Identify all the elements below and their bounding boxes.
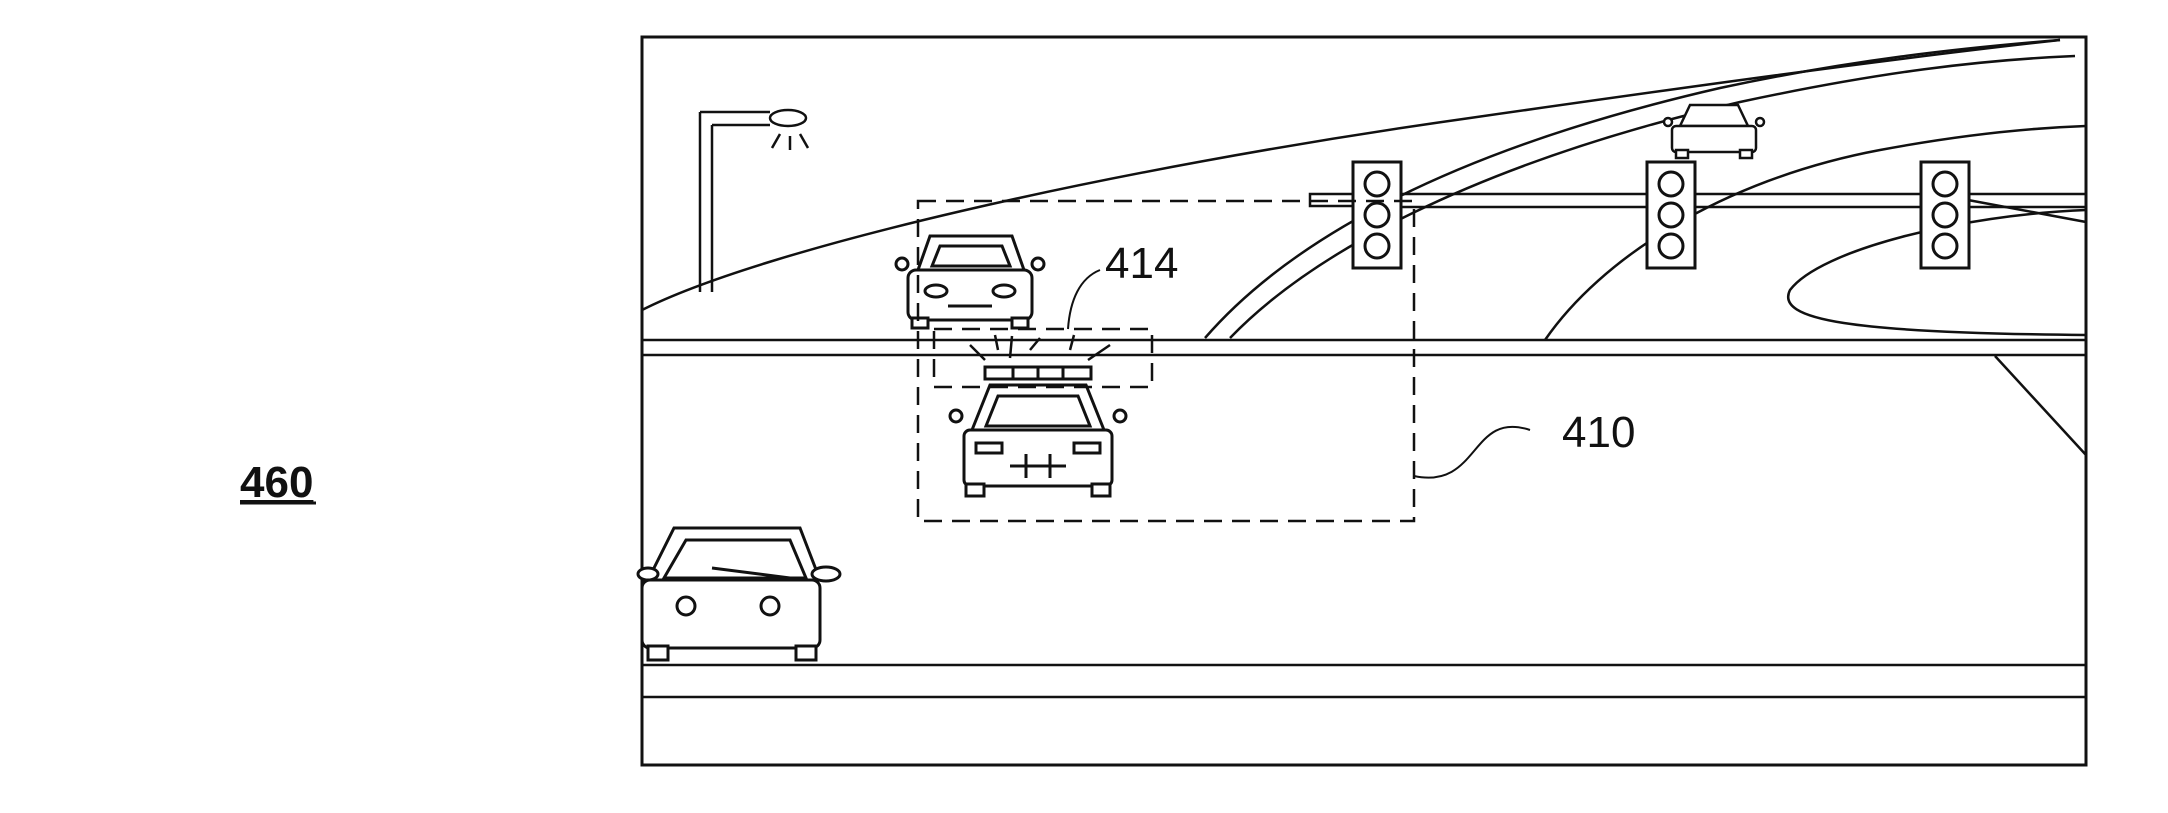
car-icon xyxy=(638,528,840,660)
car-icon xyxy=(1664,105,1764,158)
road-lines xyxy=(642,340,2086,697)
street-lamp-icon xyxy=(700,110,808,292)
scene-frame xyxy=(642,37,2086,765)
leader-lines xyxy=(1068,270,1530,478)
callout-414: 414 xyxy=(1105,239,1178,288)
traffic-light-icon xyxy=(1353,162,1401,268)
callout-410: 410 xyxy=(1562,408,1635,457)
traffic-light-icon xyxy=(1921,162,1969,268)
figure-label: 460 xyxy=(240,458,313,507)
traffic-light-icon xyxy=(1647,162,1695,268)
